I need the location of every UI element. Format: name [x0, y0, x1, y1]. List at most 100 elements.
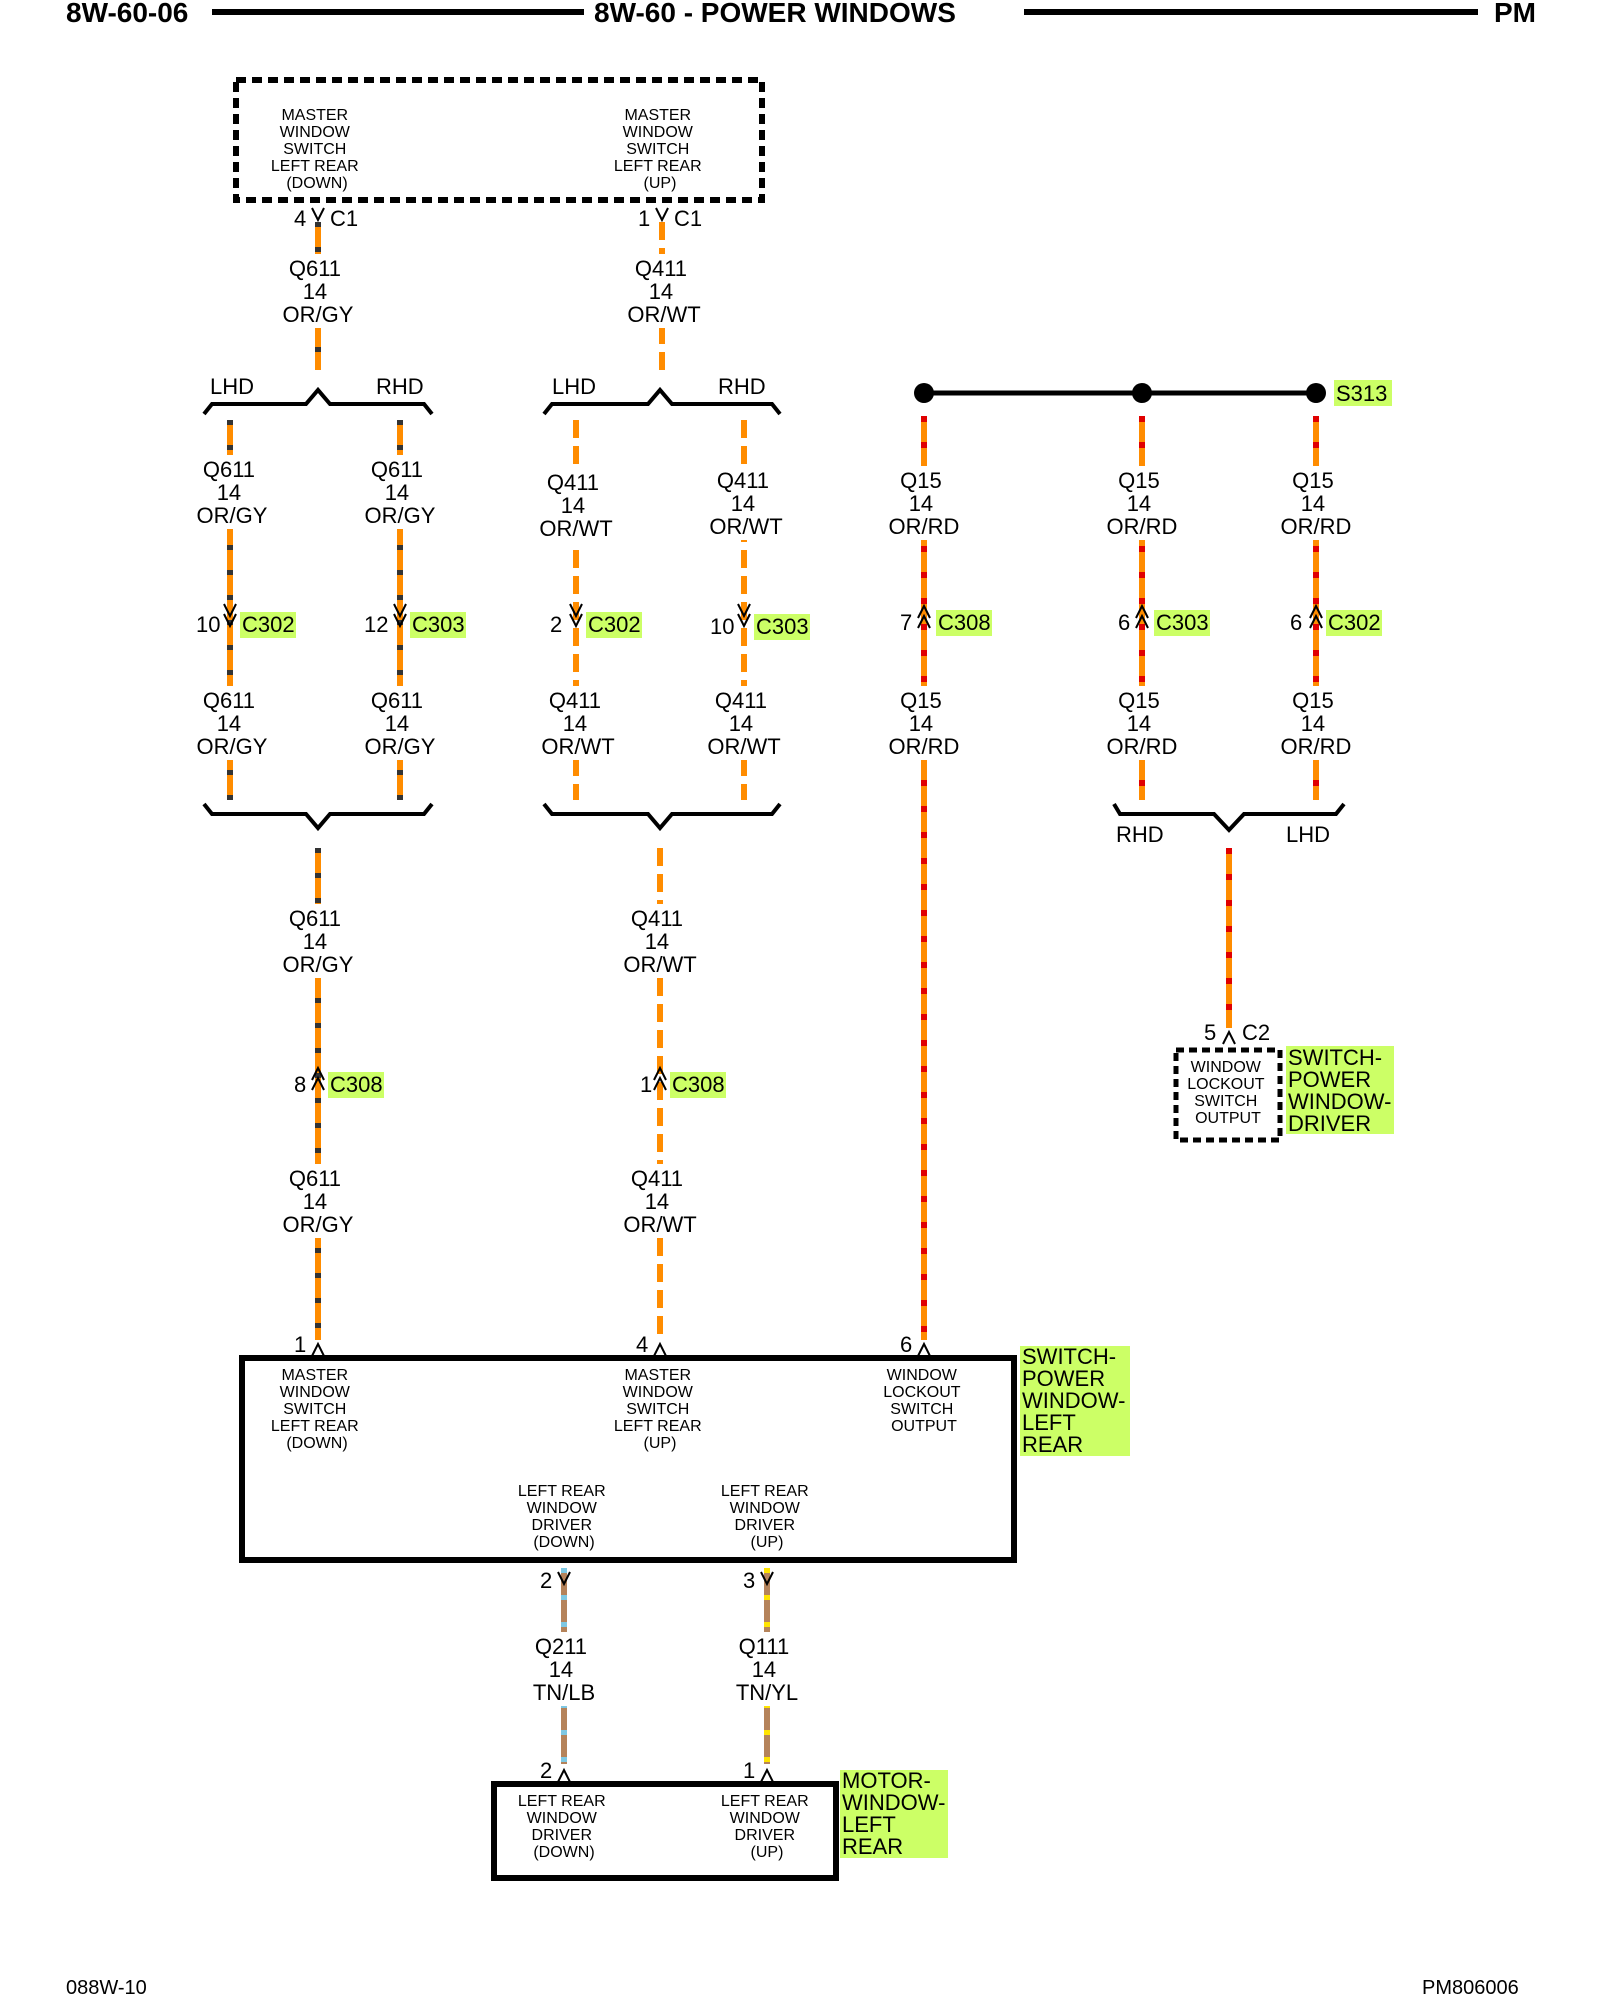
master-switch-up-label: MASTER WINDOW SWITCH LEFT REAR (UP): [614, 107, 706, 192]
wire-labels: Q611 14 OR/GY Q411 14 OR/WT Q611 14 OR/G…: [192, 254, 1356, 1706]
switch-driver-box: [1173, 1047, 1283, 1143]
connector-label-bg: [670, 1072, 726, 1098]
connector-arrow: [311, 1075, 325, 1091]
brace-q411-bottom: [542, 802, 782, 832]
label-bg: [362, 455, 440, 529]
pin-number: 8: [294, 1072, 306, 1097]
motor-box: [491, 1781, 839, 1881]
connector-arrow: [1135, 613, 1149, 629]
label-lhd: LHD: [1286, 822, 1330, 847]
connector-label-bg: [328, 1072, 384, 1098]
pin-arrow: [653, 1341, 667, 1357]
connector-c308: C308: [938, 610, 991, 635]
label-bg: [1276, 686, 1356, 760]
connector-c302: C302: [1328, 610, 1381, 635]
connector-arrow: [1309, 613, 1323, 629]
wire-label-q411-lhd-2: Q411 14 OR/WT: [541, 688, 614, 759]
wire-label-q111: Q111 14 TN/YL: [736, 1634, 798, 1705]
pin-number: 3: [743, 1568, 755, 1593]
connector-arrow: [223, 603, 237, 619]
label-bg: [884, 466, 964, 540]
model-code: PM: [1494, 0, 1536, 28]
connector-arrow: [653, 1075, 667, 1091]
pin-number: 2: [550, 612, 562, 637]
label-bg: [278, 904, 358, 978]
motor-name-bg: [840, 1770, 948, 1858]
label-bg: [1276, 466, 1356, 540]
splice-label-bg: [1334, 380, 1392, 406]
switch-left-rear-down-label: MASTER WINDOW SWITCH LEFT REAR (DOWN): [271, 1367, 363, 1452]
connector-name: C1: [330, 206, 358, 231]
wire-label-q611-trunk-1: Q611 14 OR/GY: [283, 906, 354, 977]
inline-connectors: 10 C302 12 C303 2 C302 10 C303 7 C308 6 …: [196, 603, 1382, 1098]
splice-label: S313: [1336, 381, 1387, 406]
brace-q411-top: [542, 386, 782, 416]
connector-arrow: [393, 613, 407, 629]
label-bg: [1102, 686, 1182, 760]
connector-arrow: [311, 1065, 325, 1081]
pin-number: 10: [196, 612, 220, 637]
label-lhd: LHD: [552, 374, 596, 399]
label-rhd: RHD: [376, 374, 424, 399]
connector-c303: C303: [756, 614, 809, 639]
connector-arrow: [1135, 603, 1149, 619]
connector-arrow: [569, 613, 583, 629]
connector-name: C1: [674, 206, 702, 231]
pin-number: 4: [636, 1332, 648, 1357]
connector-c308: C308: [672, 1072, 725, 1097]
label-bg: [536, 468, 616, 542]
pin-number: 1: [743, 1758, 755, 1783]
connector-c302: C302: [588, 612, 641, 637]
label-bg: [280, 254, 358, 328]
connector-label-bg: [936, 610, 992, 636]
connector-name: C2: [1242, 1020, 1270, 1045]
connector-arrow: [393, 603, 407, 619]
connector-arrow: [1309, 603, 1323, 619]
brace-q15-bottom: [1112, 802, 1346, 833]
connector-label-bg: [1154, 610, 1210, 636]
connector-arrow: [569, 603, 583, 619]
wire-label-q611-lhd-2: Q611 14 OR/GY: [197, 688, 268, 759]
motor-down-label: LEFT REAR WINDOW DRIVER (DOWN): [518, 1793, 610, 1861]
wire-label-q411-trunk-1: Q411 14 OR/WT: [623, 906, 696, 977]
connector-c308: C308: [330, 1072, 383, 1097]
pin-number: 2: [540, 1568, 552, 1593]
motor-up-label: LEFT REAR WINDOW DRIVER (UP): [721, 1793, 813, 1861]
connector-arrow: [917, 613, 931, 629]
label-bg: [884, 686, 964, 760]
motor-name: MOTOR- WINDOW- LEFT REAR: [842, 1768, 952, 1859]
connector-arrow: [737, 613, 751, 629]
label-bg: [524, 1632, 604, 1706]
label-bg: [278, 1164, 358, 1238]
pin-number: 12: [364, 612, 388, 637]
switch-driver-name-bg: [1286, 1046, 1394, 1134]
pin-number: 2: [540, 1758, 552, 1783]
wire-label-q611-top: Q611 14 OR/GY: [283, 256, 354, 327]
wire-label-q411-top: Q411 14 OR/WT: [627, 256, 700, 327]
wire-label-q15-mid-1: Q15 14 OR/RD: [1107, 468, 1178, 539]
label-bg: [620, 904, 700, 978]
label-rhd: RHD: [1116, 822, 1164, 847]
branch-labels: LHD RHD LHD RHD RHD LHD: [210, 374, 1330, 847]
wire-label-q611-lhd-1: Q611 14 OR/GY: [197, 457, 268, 528]
wire-label-q411-lhd-1: Q411 14 OR/WT: [539, 470, 612, 541]
wire-label-q611-trunk-2: Q611 14 OR/GY: [283, 1166, 354, 1237]
pin-number: 1: [638, 206, 650, 231]
connector-c2-arrow: [1222, 1029, 1236, 1045]
wire-label-q15-left-2: Q15 14 OR/RD: [889, 688, 960, 759]
connector-arrow: [917, 603, 931, 619]
label-bg: [727, 1632, 807, 1706]
wire-label-q611-rhd-2: Q611 14 OR/GY: [365, 688, 436, 759]
wire-label-q15-mid-2: Q15 14 OR/RD: [1107, 688, 1178, 759]
switch-left-rear-lockout-label: WINDOW LOCKOUT SWITCH OUTPUT: [883, 1367, 965, 1435]
pin-arrow: [760, 1767, 774, 1783]
label-bg: [536, 686, 616, 760]
connector-c303: C303: [412, 612, 465, 637]
pin-number: 1: [294, 1332, 306, 1357]
pin-arrow: [557, 1767, 571, 1783]
pin-number: 5: [1204, 1020, 1216, 1045]
connector-arrow: [737, 603, 751, 619]
brace-q611-top: [202, 386, 434, 416]
page-title: 8W-60 - POWER WINDOWS: [594, 0, 956, 28]
